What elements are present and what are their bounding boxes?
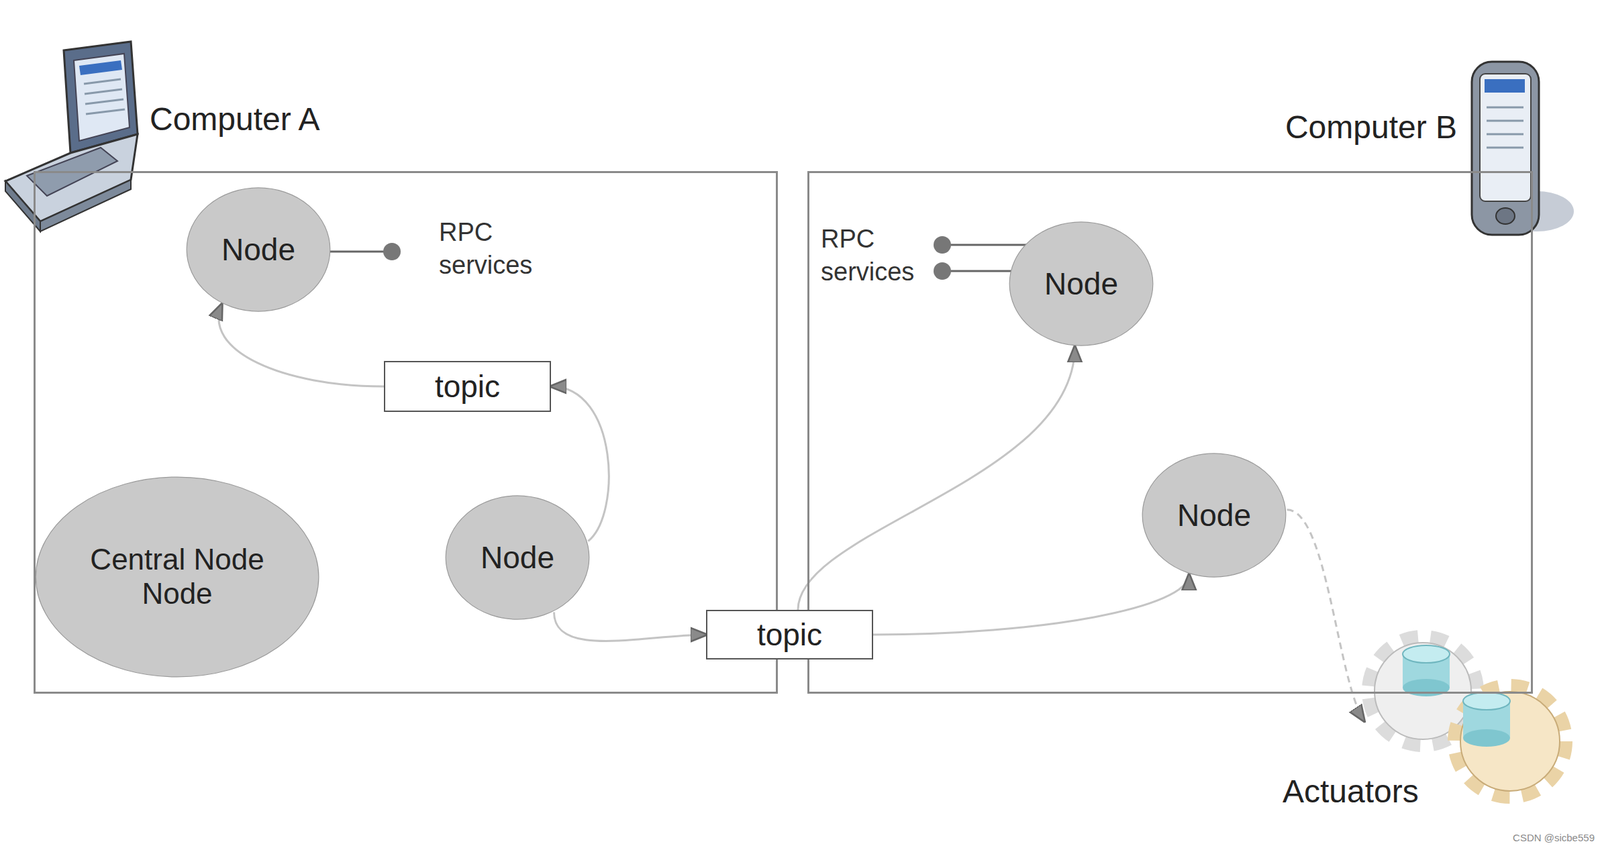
node-body: Central Node Node: [32, 475, 322, 680]
node-body: Node: [1140, 452, 1288, 579]
actuator-group: Actuators: [1278, 630, 1574, 816]
node-label: Node: [1177, 497, 1252, 534]
topic-connector: [797, 346, 1076, 611]
computer-region: Computer BNodeNode: [807, 171, 1533, 694]
node-label: topic: [757, 617, 823, 654]
node-ellipse: Node: [1008, 220, 1155, 347]
actuator-gears: [1370, 638, 1564, 796]
node-ellipse: Node: [1140, 452, 1288, 579]
node-ellipse: Central Node Node: [32, 475, 322, 680]
node-label: topic: [434, 369, 500, 405]
topic-box: topic: [383, 361, 552, 413]
node-label: Node: [1044, 266, 1119, 303]
node-label: Central Node Node: [62, 542, 292, 611]
topic-connector: [1287, 510, 1365, 722]
watermark: CSDN @sicbe559: [1512, 831, 1595, 845]
region-heading: Computer B: [1285, 108, 1458, 146]
pda-icon: [1471, 61, 1574, 235]
node-ellipse: Node: [444, 494, 591, 621]
topic-connector: [218, 304, 384, 387]
node-body: Node: [185, 186, 332, 313]
topic-connector: [554, 612, 707, 641]
topic-box: topic: [706, 610, 874, 660]
computer-region: Computer ANodetopicCentral Node NodeNode: [33, 171, 778, 694]
node-ellipse: Node: [185, 186, 332, 313]
region-heading: Computer A: [149, 100, 320, 138]
node-body: Node: [444, 494, 591, 621]
node-body: Node: [1008, 220, 1155, 347]
node-body: topic: [707, 611, 872, 659]
topic-connector: [873, 574, 1190, 635]
node-label: Node: [480, 540, 555, 576]
node-label: Node: [221, 232, 296, 268]
service-label: RPC services: [820, 222, 932, 290]
node-body: topic: [385, 362, 550, 411]
service-label: RPC services: [438, 216, 557, 283]
rpc-service-stub: [322, 236, 1037, 280]
node-label: Actuators: [1282, 773, 1419, 811]
laptop-icon: [5, 41, 138, 232]
